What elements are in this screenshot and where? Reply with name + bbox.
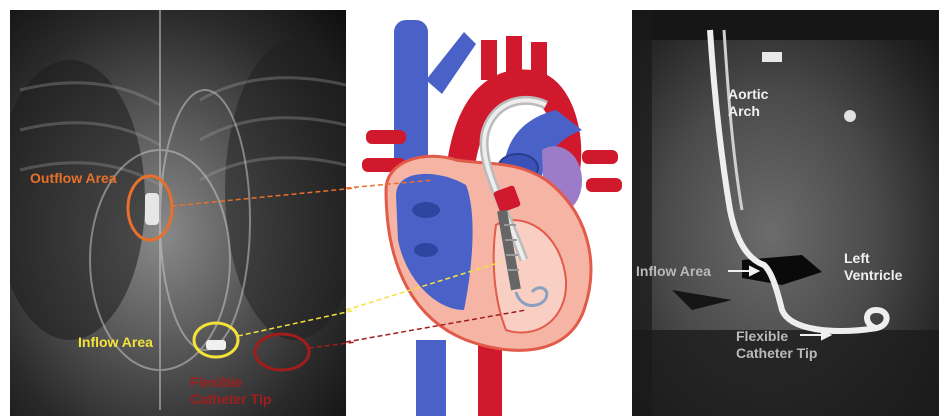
xray-image-panel: Outflow Area Inflow Area Flexible Cathet…	[10, 10, 346, 416]
tip-label-line1: Flexible	[190, 374, 242, 390]
left-ventricle-label-line2: Ventricle	[844, 267, 902, 283]
tip-circle	[255, 334, 309, 370]
ct-inflow-area-label: Inflow Area	[636, 263, 711, 279]
heart-diagram-panel	[346, 10, 632, 416]
ct-image-panel: Aortic Arch Left Ventricle Inflow Area F…	[632, 10, 939, 416]
tip-label-line2: Catheter Tip	[190, 391, 271, 407]
ct-tip-label-line1: Flexible	[736, 328, 788, 344]
aortic-arch-label-line2: Arch	[728, 103, 760, 119]
heart-diagram	[346, 10, 632, 416]
xray-image	[10, 10, 346, 416]
ct-tip-label-line2: Catheter Tip	[736, 345, 817, 361]
inflow-area-label: Inflow Area	[78, 334, 153, 350]
left-ventricle-label-line1: Left	[844, 250, 870, 266]
aortic-arch-label-line1: Aortic	[728, 86, 768, 102]
outflow-area-label: Outflow Area	[30, 170, 117, 186]
